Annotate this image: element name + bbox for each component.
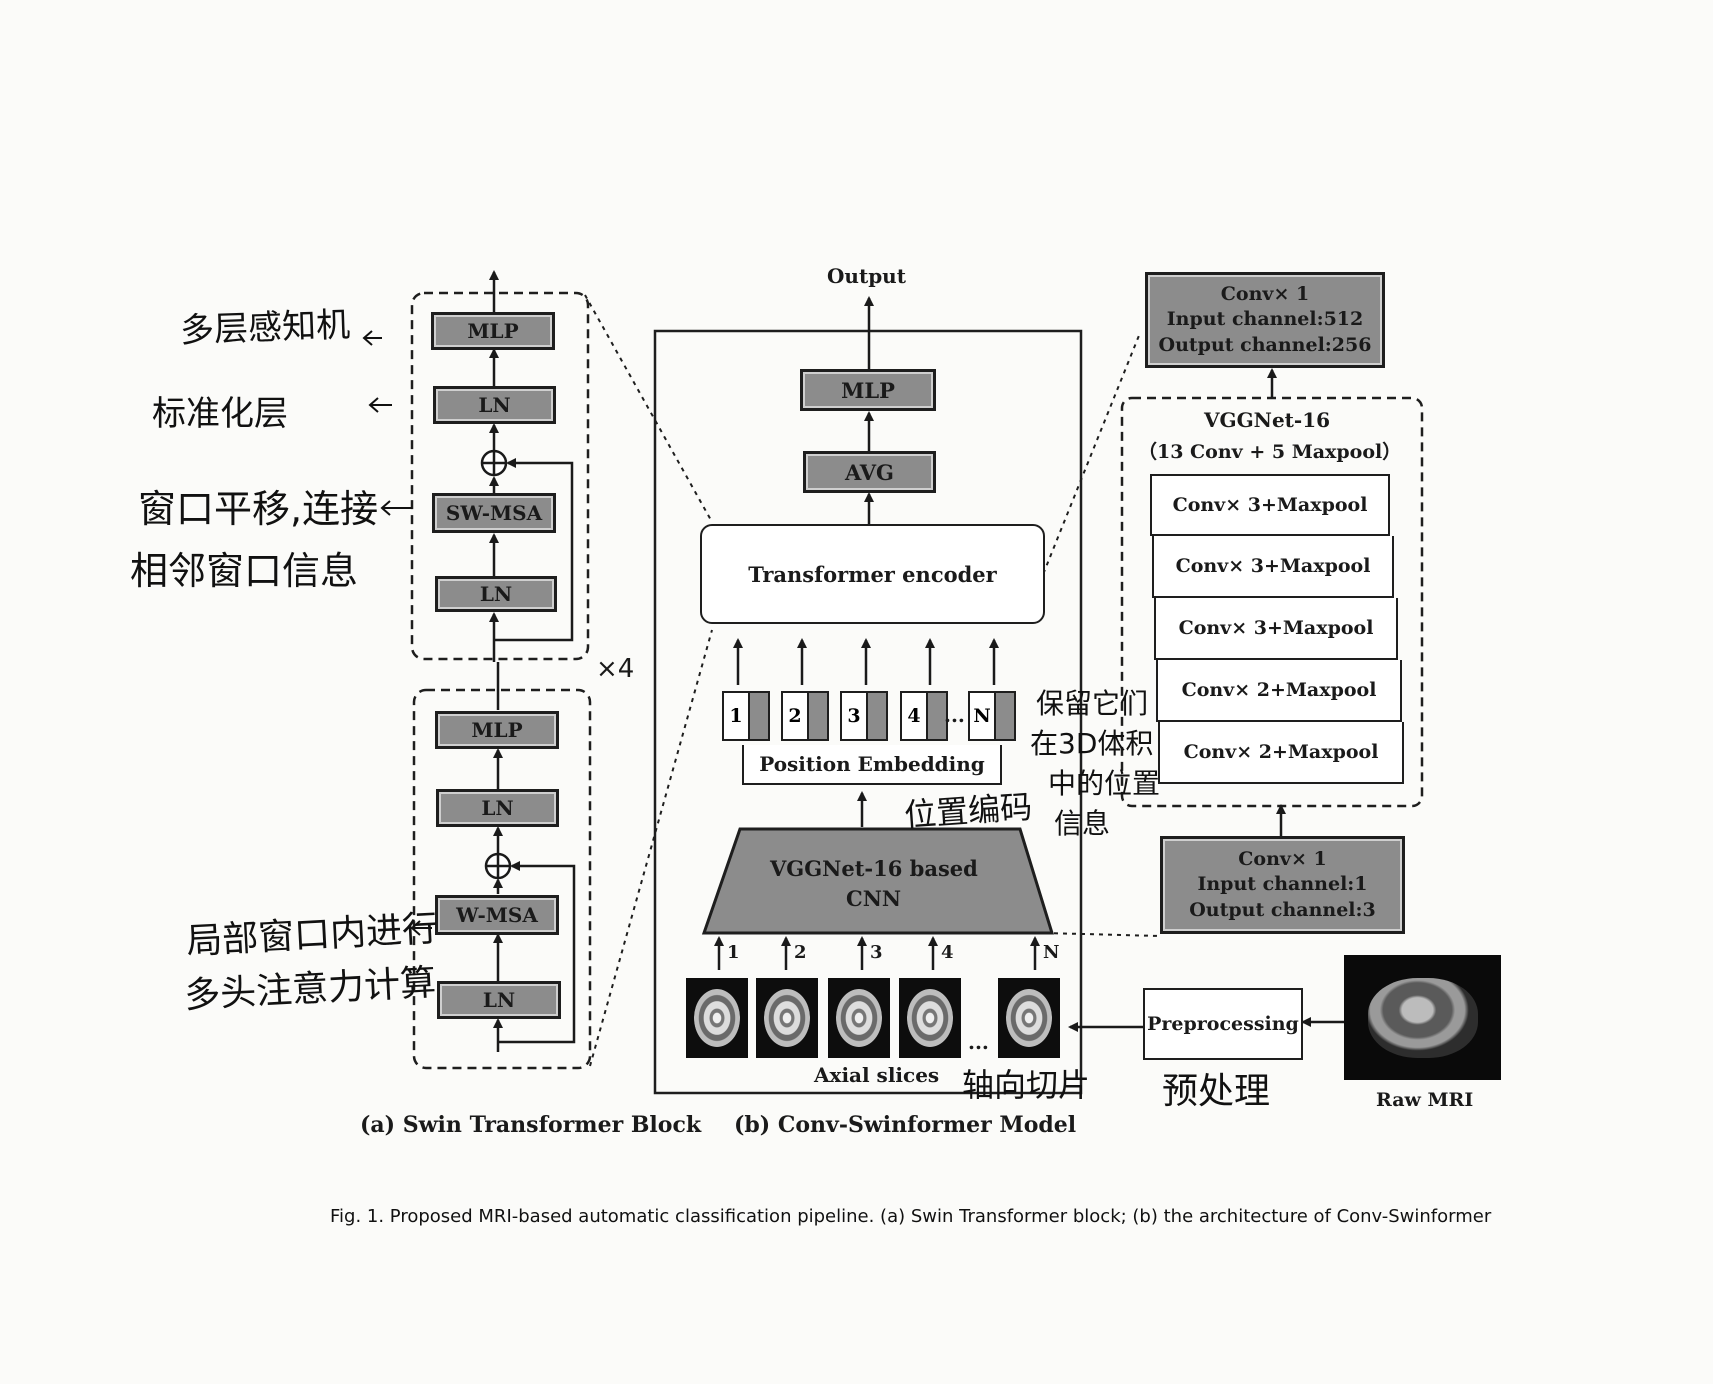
handwritten-note: 在3D体积 xyxy=(1030,727,1154,760)
vgg-title: VGGNet-16 xyxy=(1204,408,1331,432)
handwritten-note: 位置编码 xyxy=(902,787,1034,835)
slice-arrow-label: 2 xyxy=(794,942,807,963)
token-embedding: 3 xyxy=(840,691,888,741)
vgg-layer: Conv× 3+Maxpool xyxy=(1154,598,1398,660)
output-label: Output xyxy=(827,264,906,288)
slice-arrow-label: N xyxy=(1043,942,1060,963)
vgg-layer: Conv× 3+Maxpool xyxy=(1152,536,1394,598)
ln-box: LN xyxy=(437,981,561,1019)
token-ellipsis: ... xyxy=(944,703,965,727)
handwritten-note: 预处理 xyxy=(1162,1071,1271,1112)
preprocessing-box: Preprocessing xyxy=(1143,988,1303,1060)
handwritten-note: 保留它们 xyxy=(1036,687,1149,720)
conv-bottom-box: Conv× 1 Input channel:1 Output channel:3 xyxy=(1160,836,1405,934)
figure-caption: Fig. 1. Proposed MRI-based automatic cla… xyxy=(330,1206,1492,1227)
axial-slice-image xyxy=(686,978,748,1058)
conv-bottom-line: Input channel:1 xyxy=(1197,873,1368,896)
handwritten-note: 标准化层 xyxy=(152,394,288,434)
upper-block-frame xyxy=(410,291,590,661)
token-embedding: 2 xyxy=(781,691,829,741)
token-number: 2 xyxy=(788,705,802,727)
vgg-layer: Conv× 2+Maxpool xyxy=(1156,660,1402,722)
raw-mri-label: Raw MRI xyxy=(1376,1089,1474,1111)
handwritten-note: 中的位置 xyxy=(1048,767,1161,800)
slice-arrow-label: 1 xyxy=(727,942,740,963)
handwritten-note: 多层感知机 xyxy=(179,305,351,351)
w-msa-box: W-MSA xyxy=(435,895,559,935)
cnn-label: VGGNet-16 based xyxy=(770,856,978,881)
handwritten-note: 轴向切片 xyxy=(962,1066,1091,1104)
vgg-layer: Conv× 2+Maxpool xyxy=(1158,722,1404,784)
axial-slices-label: Axial slices xyxy=(814,1063,940,1087)
handwritten-note: 信息 xyxy=(1054,807,1111,840)
conv-top-line: Input channel:512 xyxy=(1166,308,1364,331)
token-number: N xyxy=(973,705,991,727)
vgg-subtitle: （13 Conv + 5 Maxpool） xyxy=(1138,441,1402,463)
token-embedding: 4 xyxy=(900,691,948,741)
sw-msa-box: SW-MSA xyxy=(432,493,556,533)
cnn-label: CNN xyxy=(846,886,902,911)
axial-slice-image xyxy=(828,978,890,1058)
mlp-box: MLP xyxy=(435,711,559,749)
handwritten-note: 相邻窗口信息 xyxy=(130,549,359,593)
ln-box: LN xyxy=(433,386,556,424)
conv-top-box: Conv× 1 Input channel:512 Output channel… xyxy=(1145,272,1385,368)
axial-slice-image xyxy=(756,978,818,1058)
vgg-layer: Conv× 3+Maxpool xyxy=(1150,474,1390,536)
slice-arrow-label: 3 xyxy=(870,942,883,963)
ln-box: LN xyxy=(435,576,557,612)
lower-block-frame xyxy=(412,688,592,1070)
raw-mri-image xyxy=(1344,955,1501,1080)
axial-slice-image xyxy=(998,978,1060,1058)
ln-box: LN xyxy=(436,789,559,827)
caption-b: (b) Conv-Swinformer Model xyxy=(734,1112,1077,1138)
cnn-trapezoid xyxy=(701,827,1055,935)
caption-a: (a) Swin Transformer Block xyxy=(360,1112,702,1138)
mlp-box: MLP xyxy=(800,369,936,411)
token-embedding: 1 xyxy=(722,691,770,741)
slice-arrow-label: 4 xyxy=(941,942,954,963)
token-embedding: N xyxy=(968,691,1016,741)
slice-ellipsis: ... xyxy=(968,1030,989,1054)
token-number: 1 xyxy=(729,705,743,727)
mlp-box: MLP xyxy=(431,312,555,350)
token-number: 3 xyxy=(847,705,861,727)
conv-bottom-line: Conv× 1 xyxy=(1238,847,1327,870)
conv-bottom-line: Output channel:3 xyxy=(1189,898,1376,921)
avg-box: AVG xyxy=(803,451,936,493)
conv-top-line: Output channel:256 xyxy=(1158,333,1372,356)
repeat-label: ×4 xyxy=(596,654,635,684)
conv-top-line: Conv× 1 xyxy=(1220,282,1310,305)
handwritten-note: 窗口平移,连接 xyxy=(138,487,379,531)
position-embedding-box: Position Embedding xyxy=(742,745,1002,785)
axial-slice-image xyxy=(899,978,961,1058)
token-number: 4 xyxy=(907,705,921,727)
transformer-encoder-box: Transformer encoder xyxy=(700,524,1045,624)
